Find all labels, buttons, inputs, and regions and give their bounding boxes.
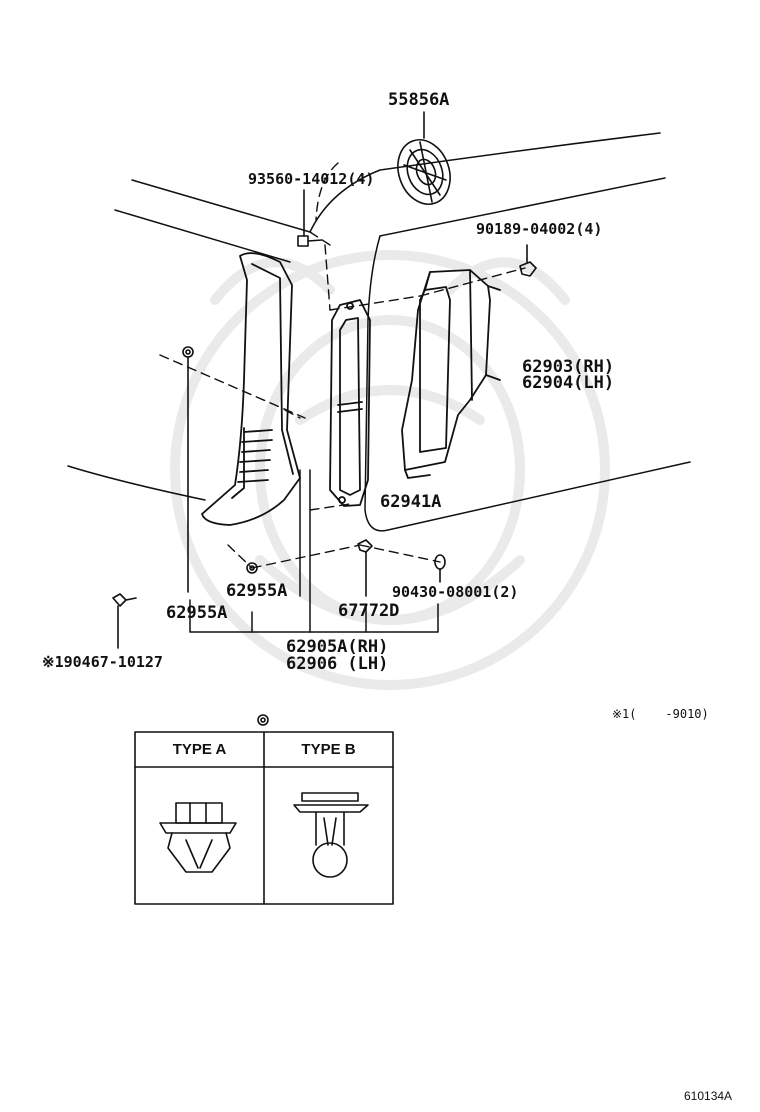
part-label-55856a: 55856A	[388, 90, 450, 110]
part-label-90430: 90430-08001(2)	[392, 583, 519, 601]
part-label-62903: 62903(RH)	[522, 357, 615, 377]
clip-67772d	[357, 539, 373, 597]
group-bracket	[189, 469, 439, 633]
screw-90467	[112, 593, 137, 649]
speaker-grille-55856a	[397, 111, 451, 205]
part-label-67772d: 67772D	[338, 601, 400, 621]
part-label-62906: 62906 (LH)	[286, 654, 389, 674]
clip-type-a-drawing	[159, 802, 237, 873]
type-a-header: TYPE A	[172, 741, 227, 758]
part-label-62904: 62904(LH)	[522, 373, 615, 393]
clip-90430	[434, 554, 446, 583]
part-label-62955a-upper: 62955A	[166, 603, 228, 623]
garnish-panel-62905a	[201, 252, 301, 526]
part-label-62941a: 62941A	[380, 492, 442, 512]
part-label-90189: 90189-04002(4)	[476, 220, 603, 238]
dashed-leaders	[159, 162, 526, 569]
part-label-62905a: 62905A(RH)	[286, 637, 389, 657]
clip-62955a-lower	[246, 562, 258, 574]
duct-62903	[401, 269, 501, 479]
vent-frame-62941a	[329, 299, 371, 507]
body-outline	[67, 132, 691, 532]
clip-62955a-upper	[182, 346, 194, 593]
part-label-62955a-lower: 62955A	[226, 581, 288, 601]
part-label-93560: 93560-14012(4)	[248, 170, 375, 188]
part-label-90467: ※190467-10127	[42, 653, 163, 671]
clip-90189	[519, 244, 537, 277]
clip-type-table	[134, 714, 394, 905]
watermark-emblem	[170, 250, 610, 690]
footnote-note: ※1( -9010)	[612, 707, 709, 721]
diagram-reference-number: 610134A	[684, 1089, 733, 1103]
screw-93560	[297, 189, 323, 247]
clip-type-b-drawing	[293, 792, 369, 878]
type-b-header: TYPE B	[301, 741, 356, 758]
